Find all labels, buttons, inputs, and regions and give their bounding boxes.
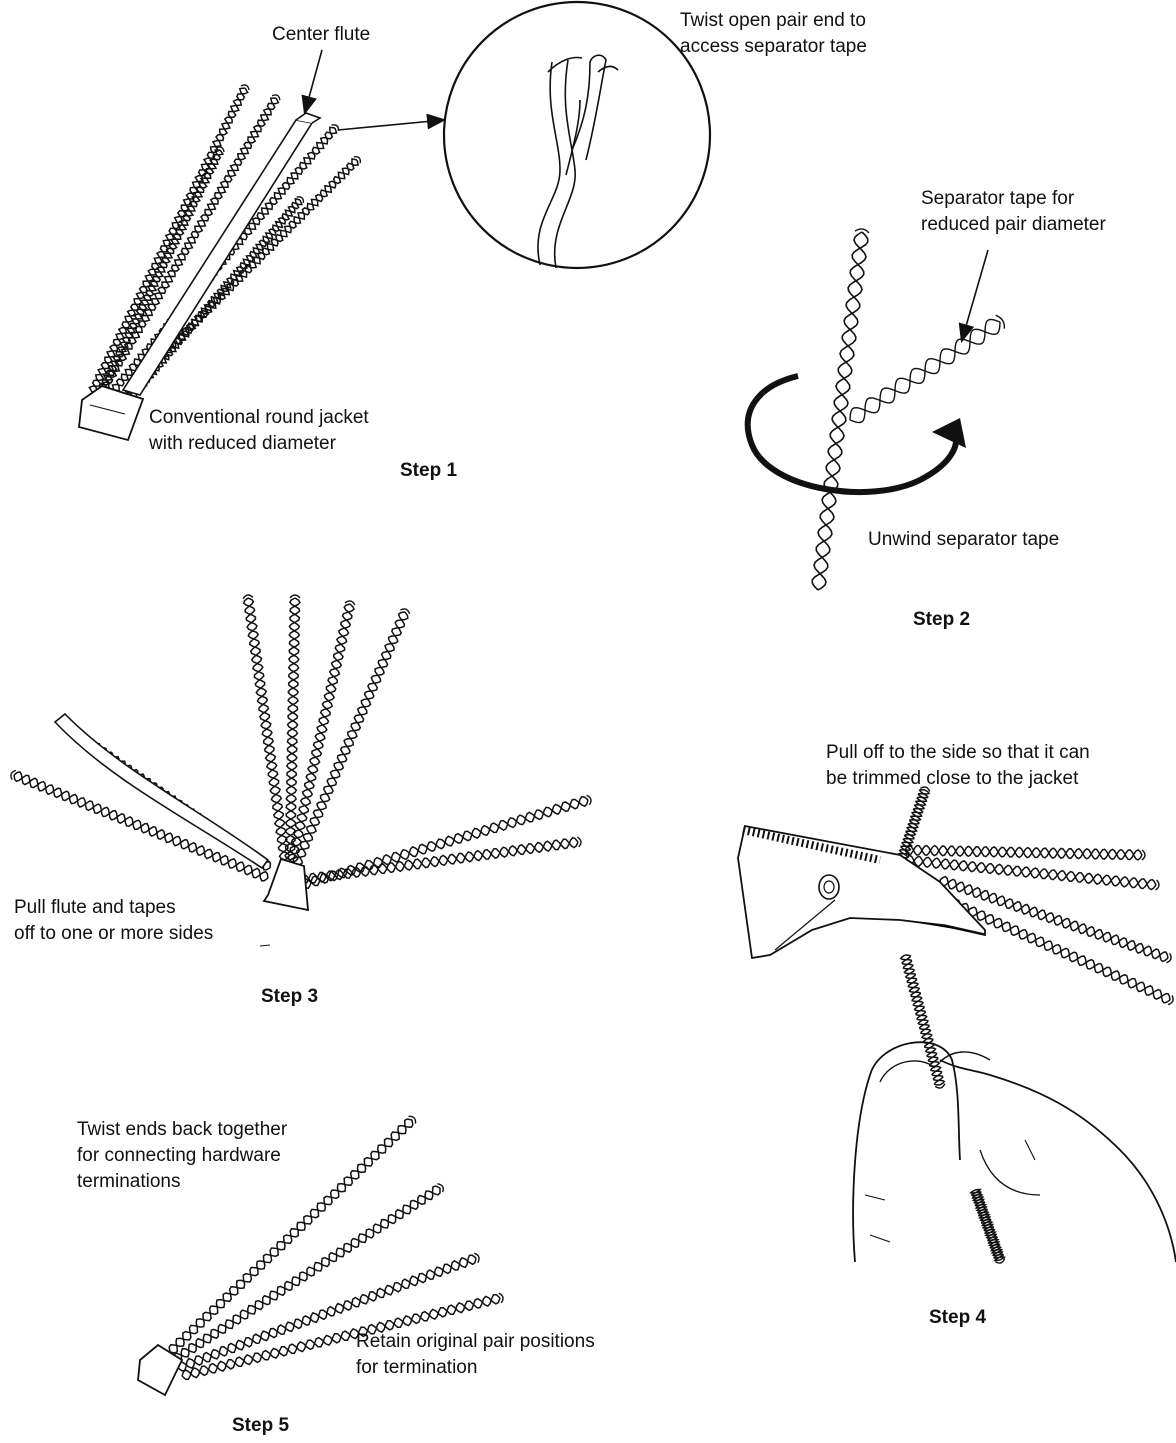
inset-label-line2: access separator tape <box>680 34 867 60</box>
jacket-label-line1: Conventional round jacket <box>149 405 369 431</box>
step1-center-flute <box>123 113 320 395</box>
twist-ends-label-line3: terminations <box>77 1169 181 1195</box>
step1-inset-circle <box>444 2 710 268</box>
retain-label-line1: Retain original pair positions <box>356 1329 595 1355</box>
inset-label-line1: Twist open pair end to <box>680 8 866 34</box>
step3-jacket <box>260 859 308 946</box>
step3-pair-3 <box>288 601 355 862</box>
pull-flute-label-line2: off to one or more sides <box>14 921 213 947</box>
step2-pair <box>812 229 869 590</box>
step3-pair-4 <box>293 609 409 865</box>
step3-pair-2 <box>285 595 300 860</box>
separator-tape-leader <box>962 250 988 340</box>
twist-ends-label-line2: for connecting hardware <box>77 1143 281 1169</box>
step4-pair-6 <box>901 955 945 1088</box>
step1-jacket <box>79 386 143 440</box>
step3-pair-1 <box>243 595 289 860</box>
center-flute-label: Center flute <box>272 22 370 48</box>
unwind-label: Unwind separator tape <box>868 527 1059 553</box>
center-flute-leader <box>305 50 322 112</box>
step2-title: Step 2 <box>913 609 970 631</box>
hand <box>853 1042 1176 1262</box>
pull-flute-label-line1: Pull flute and tapes <box>14 895 176 921</box>
jacket-label-line2: with reduced diameter <box>149 431 336 457</box>
unwind-arrow <box>748 376 966 492</box>
step1-title: Step 1 <box>400 460 457 482</box>
separator-tape-label-line2: reduced pair diameter <box>921 212 1106 238</box>
step5-title: Step 5 <box>232 1415 289 1437</box>
step3-flute <box>55 714 268 868</box>
twist-ends-label-line1: Twist ends back together <box>77 1117 287 1143</box>
inset-arrow <box>338 120 443 130</box>
step4-pair-7 <box>971 1190 1005 1264</box>
retain-label-line2: for termination <box>356 1355 477 1381</box>
pull-side-label-line1: Pull off to the side so that it can <box>826 740 1090 766</box>
step3-title: Step 3 <box>261 986 318 1008</box>
pull-side-label-line2: be trimmed close to the jacket <box>826 766 1078 792</box>
separator-tape-label-line1: Separator tape for <box>921 186 1074 212</box>
step4-title: Step 4 <box>929 1307 986 1329</box>
step2-separator-tape <box>850 315 1004 422</box>
step4-pair-2 <box>905 845 1145 860</box>
step1-pair-2 <box>102 95 280 388</box>
cutter-tool <box>738 826 985 958</box>
step4-pair-5 <box>935 892 1173 1004</box>
